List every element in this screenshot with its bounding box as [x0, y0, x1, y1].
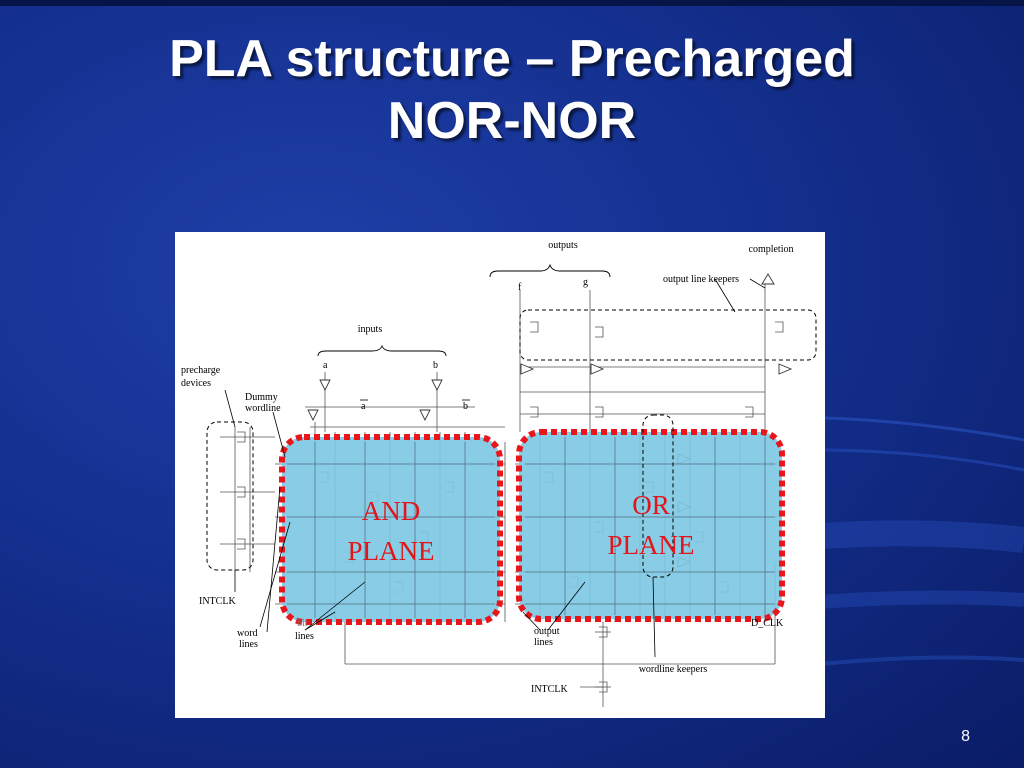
inputs-label: inputs: [358, 324, 383, 335]
output-lines-label: lines: [534, 637, 553, 648]
and-plane-label-line1: AND: [362, 496, 421, 526]
slide-number: 8: [961, 728, 970, 745]
wordline-keepers-label: wordline keepers: [639, 664, 708, 675]
d-clk-label: D_CLK: [751, 618, 784, 629]
slide-title: PLA structure – Precharged NOR-NOR: [169, 30, 855, 150]
g-label: g: [583, 277, 588, 288]
pla-schematic-figure: AND PLANE OR PLANE outputs completion f …: [175, 232, 825, 718]
annotation-pointers: [224, 278, 766, 658]
word-label: word: [237, 628, 258, 639]
outputs-label: outputs: [548, 240, 578, 251]
devices-label: devices: [181, 378, 211, 389]
f-label: f: [518, 282, 522, 293]
input-a-bar-label: a: [361, 401, 366, 412]
precharge-label: precharge: [181, 365, 221, 376]
word-lines-label: lines: [239, 639, 258, 650]
bit-label: bit: [297, 618, 308, 629]
pla-schematic: AND PLANE OR PLANE outputs completion f …: [181, 240, 817, 707]
wordline-label: wordline: [245, 403, 281, 414]
completion-label: completion: [749, 244, 794, 255]
or-plane-label-line1: OR: [632, 490, 670, 520]
and-plane-label-line2: PLANE: [348, 536, 435, 566]
intclk-bottom-label: INTCLK: [531, 684, 568, 695]
output-line-keepers-box: [519, 309, 817, 361]
and-plane-region: [279, 434, 503, 625]
intclk-left-label: INTCLK: [199, 596, 236, 607]
output-label: output: [534, 626, 560, 637]
or-plane-region: [516, 429, 785, 622]
input-b-label: b: [433, 360, 438, 371]
input-b-bar-label: b: [463, 401, 468, 412]
precharge-devices-box: [206, 421, 254, 571]
top-band: [0, 0, 1024, 6]
input-a-label: a: [323, 360, 328, 371]
and-plane-grid: [287, 442, 495, 618]
dummy-label: Dummy: [245, 392, 278, 403]
bit-lines-label: lines: [295, 631, 314, 642]
inputs-brace: [317, 344, 447, 357]
or-plane-label-line2: PLANE: [608, 530, 695, 560]
output-line-keepers-label: output line keepers: [663, 274, 739, 285]
or-plane-grid: [525, 437, 775, 615]
outputs-brace: [489, 263, 611, 278]
